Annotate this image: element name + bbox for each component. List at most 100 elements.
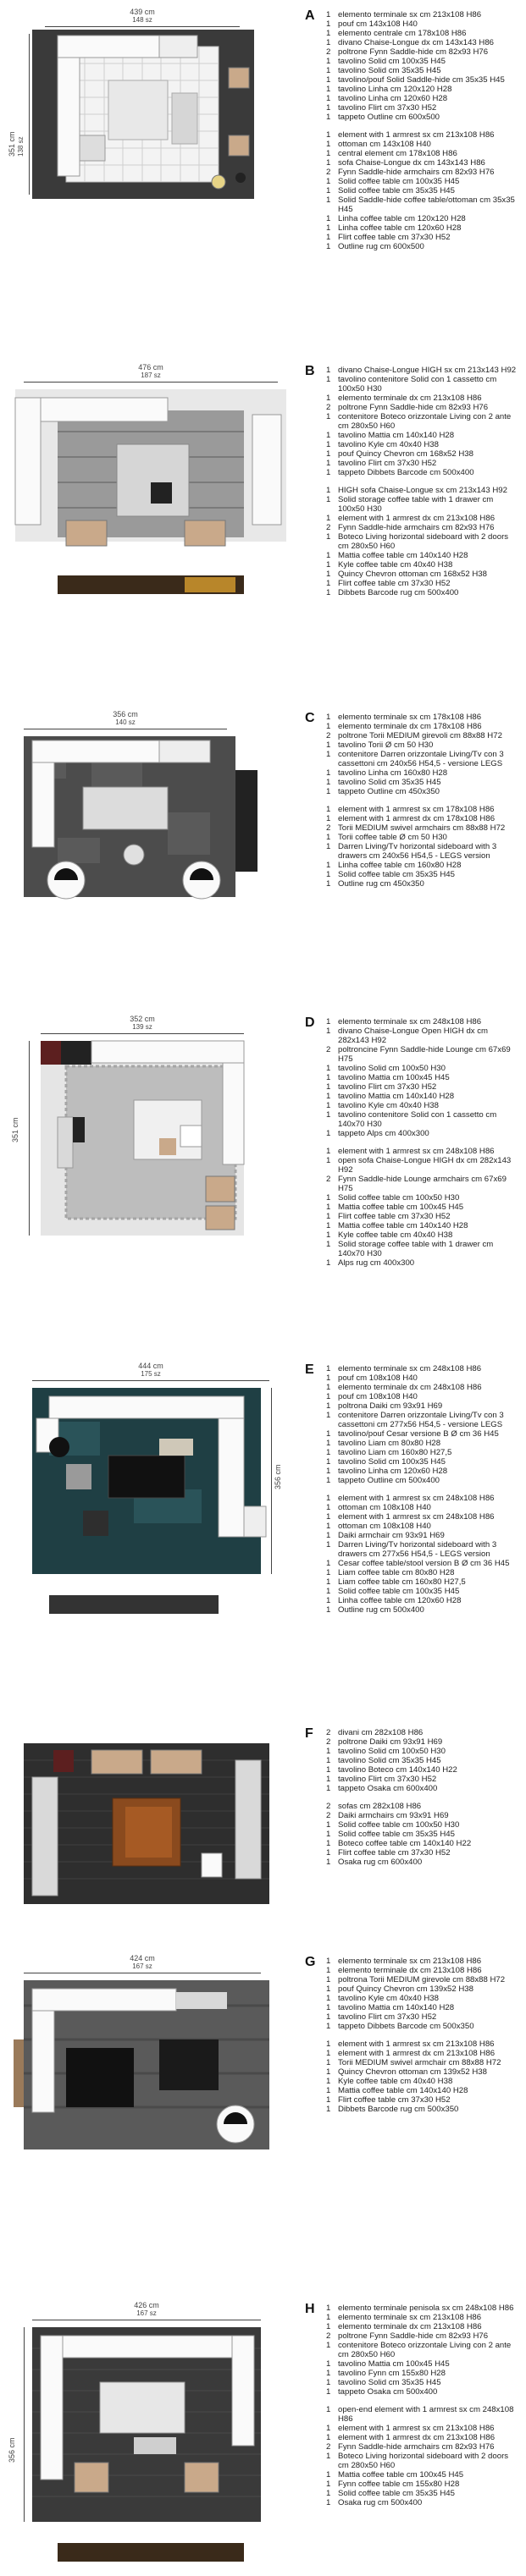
- item-quantity: 2: [326, 1802, 331, 1811]
- floor-plan-d: 352 cm 139 sz 351 cm: [7, 1016, 295, 1286]
- item-quantity: 1: [326, 233, 331, 242]
- item-quantity: 1: [326, 1503, 331, 1512]
- item-quantity: 1: [326, 2480, 331, 2489]
- item-quantity: 1: [326, 2378, 331, 2387]
- dimension-top-secondary: 140 sz: [115, 718, 136, 726]
- item-quantity: 1: [326, 1073, 331, 1082]
- item-quantity: 1: [326, 459, 331, 468]
- item-quantity: 1: [326, 2313, 331, 2322]
- item-description: tappeto Osaka cm 600x400: [338, 1784, 438, 1793]
- item-quantity: 1: [326, 579, 331, 588]
- dimension-top: 424 cm: [130, 1954, 155, 1962]
- item-quantity: 1: [326, 242, 331, 251]
- item-quantity: 1: [326, 740, 331, 750]
- item-description: Mattia coffee table cm 140x140 H28: [338, 1221, 468, 1230]
- item-description: Torii coffee table Ø cm 50 H30: [338, 833, 447, 842]
- item-description: tavolino Solid cm 100x50 H30: [338, 1747, 446, 1756]
- item-quantity: 2: [326, 1737, 331, 1747]
- item-quantity: 1: [326, 722, 331, 731]
- item-quantity: 1: [326, 1756, 331, 1765]
- plan-drawing-g: [14, 1980, 269, 2149]
- item-description: contenitore Darren orizzontale Living/Tv…: [338, 1411, 504, 1429]
- item-description: Daiki armchair cm 93x91 H69: [338, 1531, 445, 1540]
- item-quantity: 1: [326, 1411, 331, 1420]
- item-description: elemento terminale penisola sx cm 248x10…: [338, 2304, 514, 2313]
- item-description: Boteco Living horizontal sideboard with …: [338, 2452, 509, 2470]
- item-description: tavolino Solid cm 35x35 H45: [338, 1756, 441, 1765]
- item-description: element with 1 armrest dx cm 213x108 H86: [338, 514, 496, 523]
- item-quantity: 1: [326, 1975, 331, 1984]
- item-quantity: 1: [326, 195, 331, 205]
- item-description: tappeto Outline cm 500x400: [338, 1476, 440, 1485]
- plan-drawing-d: [41, 1040, 245, 1236]
- item-description: Torii MEDIUM swivel armchair cm 88x88 H7…: [338, 2058, 501, 2067]
- item-description: contenitore Boteco orizzontale Living co…: [338, 412, 512, 431]
- item-quantity: 1: [326, 551, 331, 560]
- item-description: tappeto Alps cm 400x300: [338, 1129, 429, 1138]
- item-quantity: 1: [326, 1747, 331, 1756]
- item-quantity: 1: [326, 814, 331, 823]
- item-quantity: 1: [326, 805, 331, 814]
- item-quantity: 2: [326, 403, 331, 412]
- item-description: ottoman cm 108x108 H40: [338, 1503, 431, 1512]
- item-quantity: 1: [326, 1017, 331, 1027]
- item-description: Solid storage coffee table with 1 drawer…: [338, 1240, 494, 1258]
- item-description: tappeto Dibbets Barcode cm 500x350: [338, 2022, 474, 2031]
- item-description: Liam coffee table cm 160x80 H27,5: [338, 1577, 466, 1587]
- item-quantity: 1: [326, 186, 331, 195]
- item-description: Boteco Living horizontal sideboard with …: [338, 532, 509, 551]
- dimension-top: 352 cm: [130, 1015, 155, 1023]
- items-group-italian: 1 elemento terminale penisola sx cm 248x1…: [326, 2304, 521, 2397]
- item-quantity: 1: [326, 1540, 331, 1549]
- item-description: elemento terminale dx cm 213x108 H86: [338, 1966, 482, 1975]
- item-description: Boteco coffee table cm 140x140 H22: [338, 1839, 472, 1848]
- item-quantity: 1: [326, 1531, 331, 1540]
- item-quantity: 1: [326, 1448, 331, 1457]
- item-description: tavolino Boteco cm 140x140 H22: [338, 1765, 457, 1775]
- item-description: elemento centrale cm 178x108 H86: [338, 29, 467, 38]
- item-description: Solid Saddle-hide coffee table/ottoman c…: [338, 195, 515, 214]
- item-quantity: 1: [326, 214, 331, 223]
- item-description: Darren Living/Tv horizontal sideboard wi…: [338, 842, 497, 861]
- item-quantity: 2: [326, 2331, 331, 2341]
